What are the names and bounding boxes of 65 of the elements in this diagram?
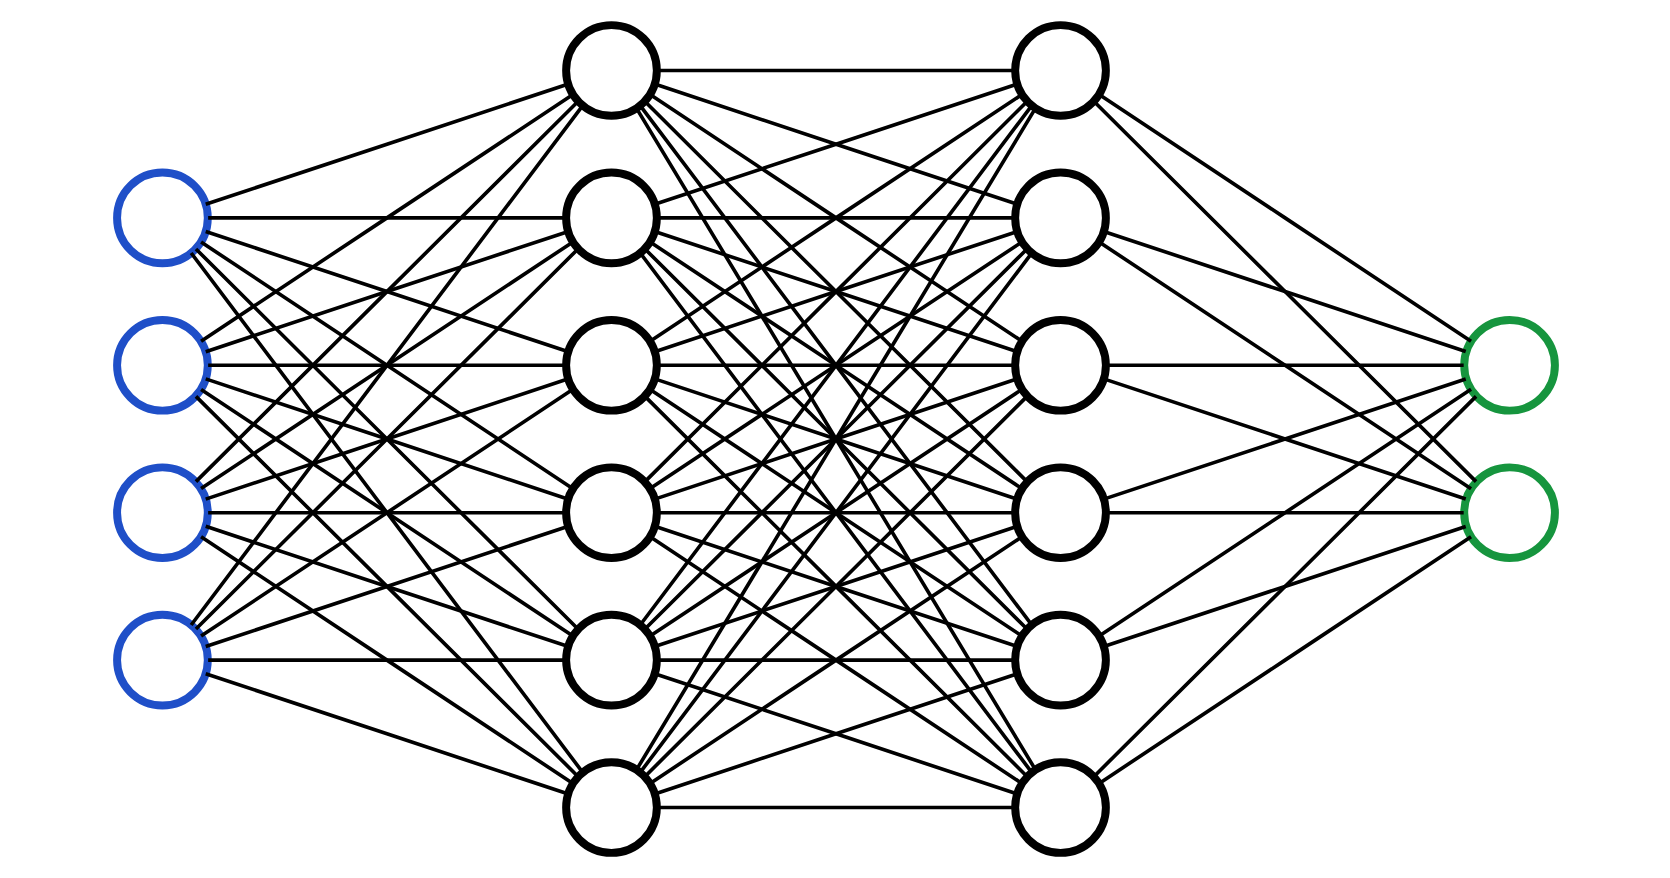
connector bbox=[648, 535, 1022, 785]
connector bbox=[1105, 363, 1463, 368]
connector bbox=[1097, 535, 1472, 785]
connector bbox=[207, 658, 565, 662]
connector bbox=[1102, 229, 1466, 354]
connector bbox=[656, 216, 1014, 220]
node-circle bbox=[112, 463, 211, 563]
connector bbox=[1102, 377, 1466, 501]
connector bbox=[656, 510, 1014, 515]
node-circle bbox=[561, 315, 660, 415]
connector bbox=[653, 524, 1017, 649]
connector bbox=[648, 387, 1022, 638]
node-circle bbox=[1459, 315, 1558, 415]
node-circle bbox=[1010, 758, 1109, 857]
connector bbox=[193, 247, 579, 631]
connector bbox=[207, 363, 565, 368]
connector bbox=[1097, 93, 1472, 343]
node-circle bbox=[1010, 168, 1109, 268]
connector bbox=[656, 805, 1014, 810]
node-circle bbox=[112, 610, 211, 710]
connector bbox=[204, 82, 568, 206]
node-circle bbox=[561, 21, 660, 120]
node-circle bbox=[561, 168, 660, 268]
connector bbox=[648, 93, 1022, 343]
connector bbox=[188, 251, 583, 773]
connector bbox=[204, 229, 568, 354]
connector bbox=[204, 524, 568, 649]
node-circle bbox=[561, 610, 660, 710]
connector bbox=[207, 216, 565, 220]
node-circle bbox=[1010, 463, 1109, 563]
connector bbox=[1097, 387, 1472, 638]
connector bbox=[207, 510, 565, 515]
connector bbox=[656, 658, 1014, 662]
connector bbox=[204, 377, 568, 501]
connector bbox=[1091, 395, 1477, 778]
connector bbox=[199, 535, 573, 785]
connector bbox=[193, 100, 579, 483]
connector bbox=[653, 672, 1017, 796]
node-circle bbox=[1010, 315, 1109, 415]
connector bbox=[1097, 240, 1472, 491]
connector bbox=[204, 672, 568, 796]
connector bbox=[1105, 510, 1463, 515]
connector bbox=[656, 68, 1014, 73]
node-circle bbox=[561, 758, 660, 857]
connector bbox=[199, 240, 573, 491]
connector bbox=[1102, 524, 1466, 649]
node-circle bbox=[1010, 21, 1109, 120]
connector bbox=[653, 229, 1017, 354]
node-circle bbox=[112, 315, 211, 415]
connector bbox=[193, 395, 579, 778]
connector bbox=[642, 100, 1028, 483]
node-circle bbox=[1459, 463, 1558, 563]
connector bbox=[653, 82, 1017, 206]
connector bbox=[642, 247, 1028, 631]
connector bbox=[199, 387, 573, 638]
connector bbox=[653, 377, 1017, 501]
connector bbox=[188, 105, 583, 627]
node-circle bbox=[1010, 610, 1109, 710]
connector bbox=[199, 93, 573, 343]
connector bbox=[1091, 100, 1477, 483]
connector bbox=[642, 395, 1028, 778]
node-circle bbox=[112, 168, 211, 268]
connector bbox=[648, 240, 1022, 491]
node-circle bbox=[561, 463, 660, 563]
connector bbox=[656, 363, 1014, 368]
